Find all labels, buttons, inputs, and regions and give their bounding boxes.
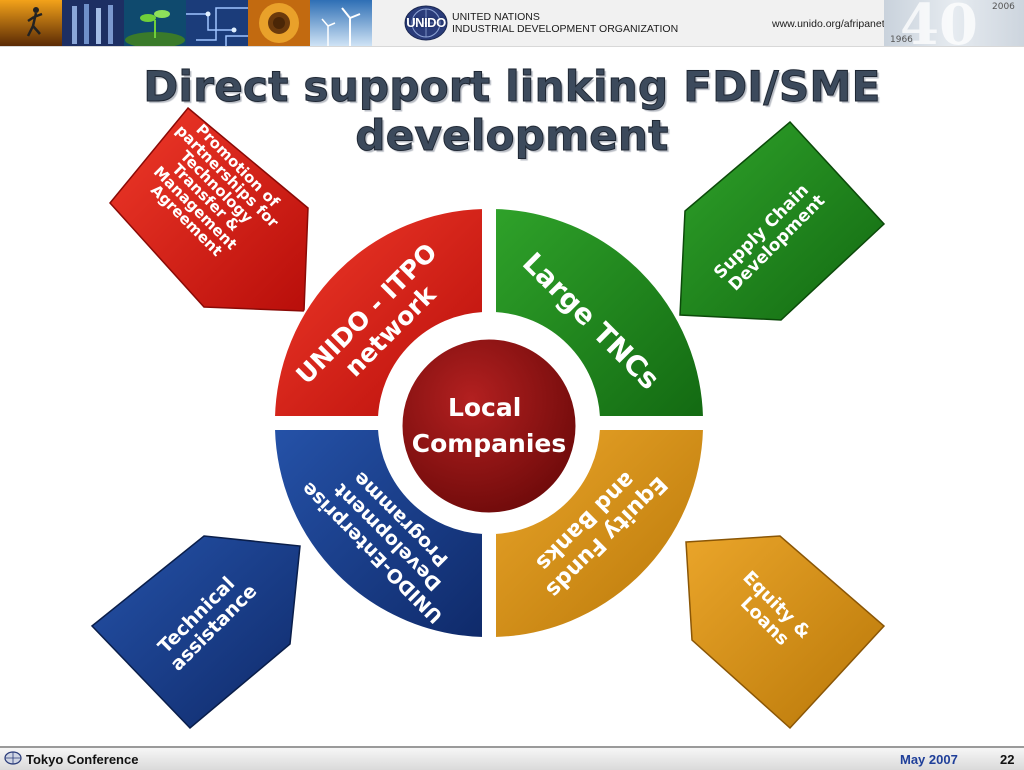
un-emblem-icon bbox=[404, 5, 448, 41]
arrow-bottom-left: Technical assistance bbox=[90, 535, 301, 730]
test-tubes-photo bbox=[62, 0, 124, 46]
org-name-line2: INDUSTRIAL DEVELOPMENT ORGANIZATION bbox=[452, 23, 679, 35]
arrow-top-left: Promotion of partnerships for Technology… bbox=[109, 106, 309, 312]
footer-bar: Tokyo Conference May 2007 22 bbox=[0, 746, 1024, 770]
plant-sprout-photo bbox=[124, 0, 186, 46]
anniversary-graphic: 40 1966 2006 bbox=[890, 0, 1015, 46]
wind-turbines-photo bbox=[310, 0, 372, 46]
sunflower-photo bbox=[248, 0, 310, 46]
arrow-bottom-right: Equity & Loans bbox=[685, 535, 886, 730]
anniversary-number: 40 bbox=[900, 0, 978, 46]
unido-wordmark: UNIDO bbox=[406, 15, 446, 30]
anniversary-logo: 40 1966 2006 bbox=[884, 0, 1024, 46]
org-name: UNITED NATIONS INDUSTRIAL DEVELOPMENT OR… bbox=[452, 11, 678, 35]
runner-photo bbox=[0, 0, 62, 46]
arrow-top-right: Supply Chain Development bbox=[679, 120, 886, 321]
anniversary-start-year: 1966 bbox=[890, 35, 913, 45]
anniversary-end-year: 2006 bbox=[992, 2, 1015, 12]
header-banner: UNIDO UNITED NATIONS INDUSTRIAL DEVELOPM… bbox=[0, 0, 1024, 47]
footer-conference: Tokyo Conference bbox=[26, 752, 139, 767]
footer-date: May 2007 bbox=[900, 752, 958, 767]
center-circle: Local Companies bbox=[399, 336, 579, 516]
website-link[interactable]: www.unido.org/afripanet bbox=[772, 18, 885, 30]
center-label: Local Companies bbox=[412, 393, 567, 458]
page-number: 22 bbox=[1000, 752, 1015, 767]
org-name-line1: UNITED NATIONS bbox=[452, 11, 540, 23]
circuit-board-photo bbox=[186, 0, 248, 46]
slide-title: Direct support linking FDI/SME developme… bbox=[143, 62, 881, 161]
un-emblem-icon bbox=[4, 751, 22, 765]
